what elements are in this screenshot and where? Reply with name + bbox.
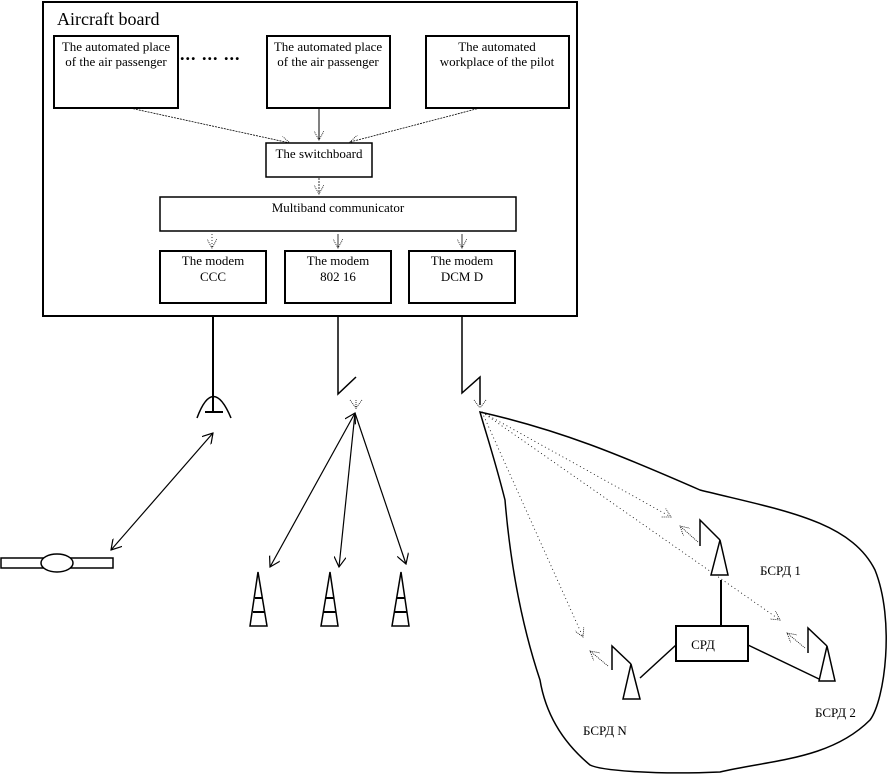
switchboard-label: The switchboard <box>275 146 363 161</box>
modem-802-16: The modem 802 16 <box>284 250 392 304</box>
workplace-line1: The automated place <box>274 39 383 54</box>
dotted-link <box>481 411 583 637</box>
workplace-line2: of the air passenger <box>277 54 379 69</box>
satellite-dish-icon <box>196 316 232 419</box>
workplace-to-switchboard-arrows <box>129 107 481 143</box>
communicator-label: Multiband communicator <box>272 200 405 215</box>
modem-line2: DCM D <box>441 269 483 284</box>
base-station-2-label: БСРД 2 <box>815 705 856 720</box>
radio-antenna-icon <box>461 316 487 409</box>
dotted-link <box>481 411 671 517</box>
workplace-line1: The automated place <box>62 39 171 54</box>
modem-line2: CCC <box>200 269 226 284</box>
workplace-pilot: The automated workplace of the pilot <box>425 35 570 109</box>
tower-icon <box>249 571 268 627</box>
base-station-icon <box>590 644 641 700</box>
base-station-n-label: БСРД N <box>583 723 627 738</box>
workplace-line2: of the air passenger <box>65 54 167 69</box>
arrow <box>129 107 290 143</box>
modem-ccc: The modem CCC <box>159 250 267 304</box>
tower-icon <box>391 571 410 627</box>
modem-line1: The modem <box>182 253 244 268</box>
base-station-icon <box>787 626 836 682</box>
wimax-links <box>270 413 406 567</box>
tower-link-arrow <box>354 412 406 564</box>
dotted-link <box>481 411 780 620</box>
coverage-area <box>478 410 887 774</box>
satellite-icon <box>0 553 114 573</box>
workplace-line1: The automated <box>458 39 536 54</box>
aircraft-board-title: Aircraft board <box>57 9 159 29</box>
tower-link-arrow <box>339 412 356 567</box>
link-line <box>747 644 820 680</box>
link-line <box>639 644 677 679</box>
switchboard: The switchboard <box>265 142 373 178</box>
workplace-passenger-1: The automated place of the air passenger <box>53 35 179 109</box>
base-station-1-label: БСРД 1 <box>760 563 801 578</box>
modem-dcm-d: The modem DCM D <box>408 250 516 304</box>
modem-line1: The modem <box>307 253 369 268</box>
workplace-line2: workplace of the pilot <box>440 54 555 69</box>
central-station: СРД <box>639 580 820 680</box>
tower-link-arrow <box>270 413 355 567</box>
modem-line2: 802 16 <box>320 269 356 284</box>
modem-line1: The modem <box>431 253 493 268</box>
communicator-to-modem-arrows <box>212 234 462 248</box>
multiband-communicator: Multiband communicator <box>159 196 517 232</box>
ellipsis-separator: ... ... ... <box>180 44 241 64</box>
tower-icon <box>320 571 339 627</box>
central-station-label: СРД <box>691 637 715 652</box>
base-station-icon <box>680 518 729 576</box>
satellite-link-arrow <box>111 433 213 550</box>
arrow <box>350 107 481 142</box>
workplace-passenger-2: The automated place of the air passenger <box>266 35 391 109</box>
dcm-links <box>481 411 780 637</box>
radio-antenna-icon <box>337 316 363 410</box>
